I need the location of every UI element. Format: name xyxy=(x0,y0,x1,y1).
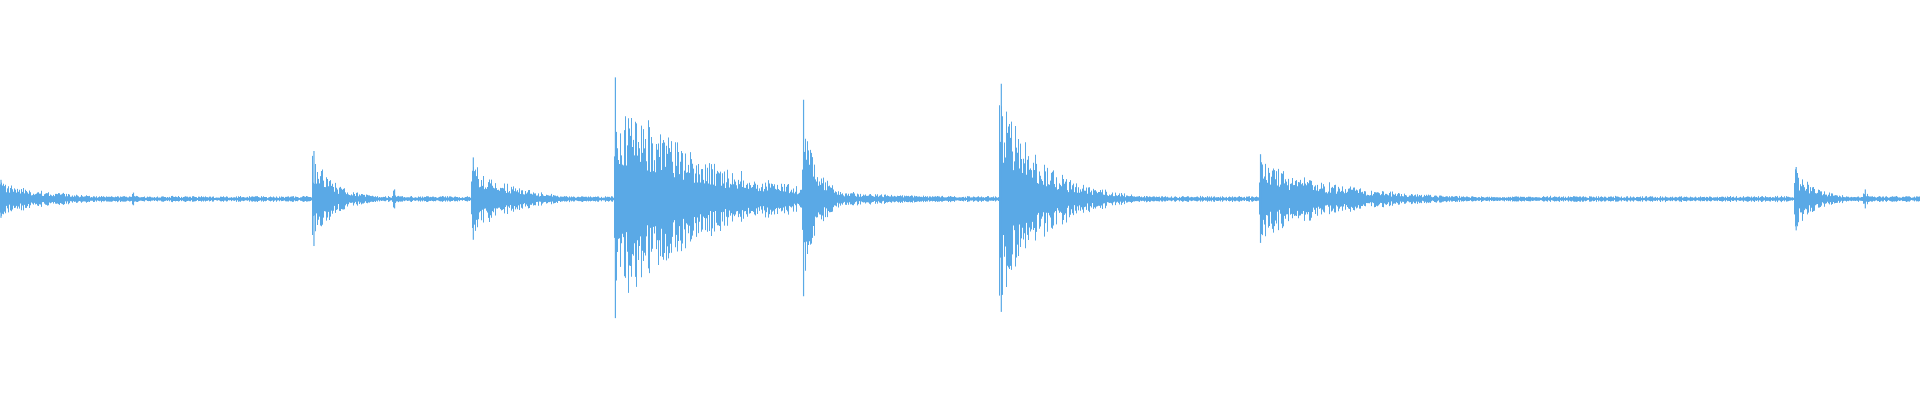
waveform-signal xyxy=(0,105,1920,296)
